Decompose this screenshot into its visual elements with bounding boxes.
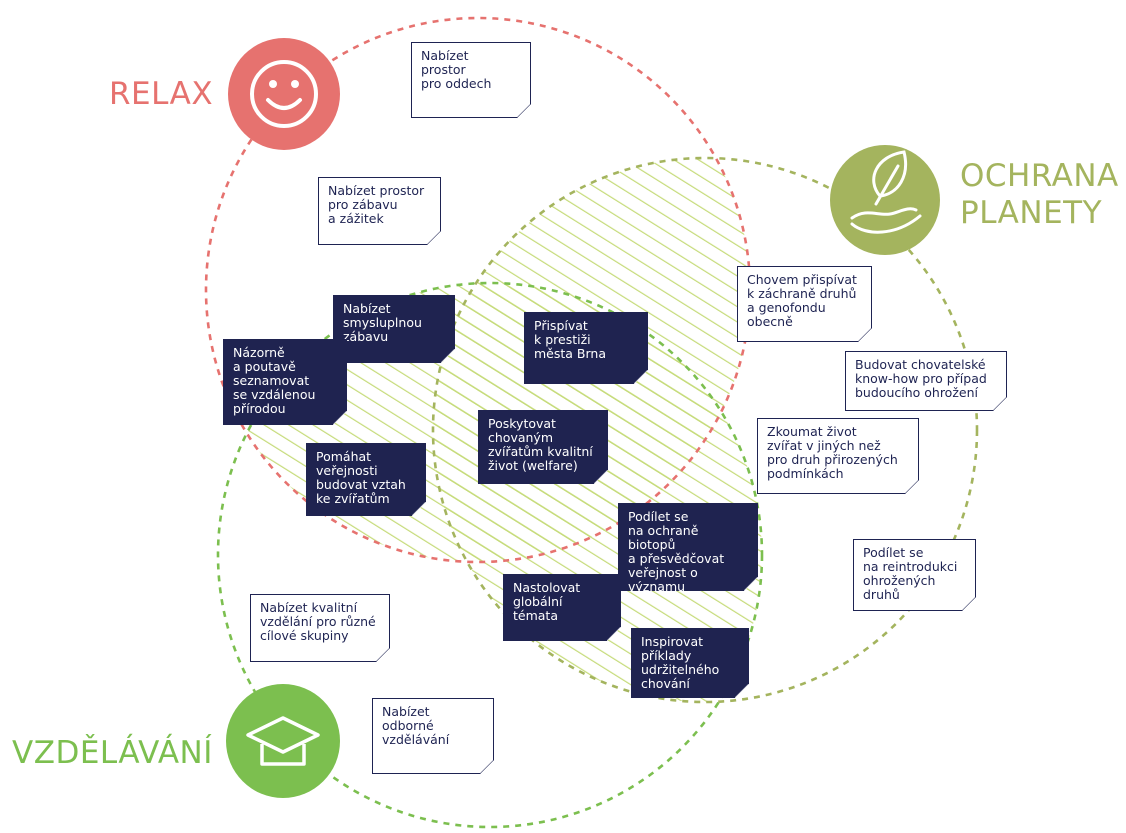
note-pomahat: Pomáhat veřejnosti budovat vztah ke zvíř… bbox=[306, 443, 426, 516]
note-biotopy: Podílet se na ochraně biotopů a přesvědč… bbox=[618, 503, 758, 591]
note-nazorne: Názorně a poutavě seznamovat se vzdáleno… bbox=[223, 339, 347, 425]
note-know-how: Budovat chovatelské know-how pro případ … bbox=[845, 351, 1007, 411]
note-reintrodukce: Podílet se na reintrodukci ohrožených dr… bbox=[853, 539, 976, 611]
note-odborne: Nabízet odborné vzdělávání bbox=[372, 698, 494, 774]
note-prestiz: Přispívat k prestiži města Brna bbox=[524, 312, 648, 384]
ochrana-planety-label: OCHRANA PLANETY bbox=[960, 158, 1119, 231]
leaf-in-hand-icon bbox=[830, 145, 940, 255]
note-kvalitni-vzdelani: Nabízet kvalitní vzdělání pro různé cílo… bbox=[250, 594, 390, 662]
relax-label: RELAX bbox=[109, 76, 214, 112]
note-inspirovat: Inspirovat příklady udržitelného chování bbox=[631, 628, 749, 698]
note-zkoumat: Zkoumat život zvířat v jiných než pro dr… bbox=[757, 418, 919, 494]
note-prostor-zabava: Nabízet prostor pro zábavu a zážitek bbox=[318, 177, 441, 245]
note-globalni: Nastolovat globální témata bbox=[503, 574, 621, 641]
note-chovem: Chovem přispívat k záchraně druhů a geno… bbox=[737, 266, 872, 342]
smiley-face-icon bbox=[228, 38, 340, 150]
note-smysluplna-zabava: Nabízet smysluplnou zábavu bbox=[333, 295, 455, 363]
ochrana-circle bbox=[431, 156, 979, 704]
note-welfare: Poskytovat chovaným zvířatům kvalitní ži… bbox=[478, 410, 608, 484]
note-prostor-oddech: Nabízet prostor pro oddech bbox=[411, 42, 531, 118]
vzdelavani-label: VZDĚLÁVÁNÍ bbox=[12, 735, 213, 771]
graduation-cap-icon bbox=[226, 684, 340, 798]
vzdelavani-circle bbox=[216, 281, 764, 829]
